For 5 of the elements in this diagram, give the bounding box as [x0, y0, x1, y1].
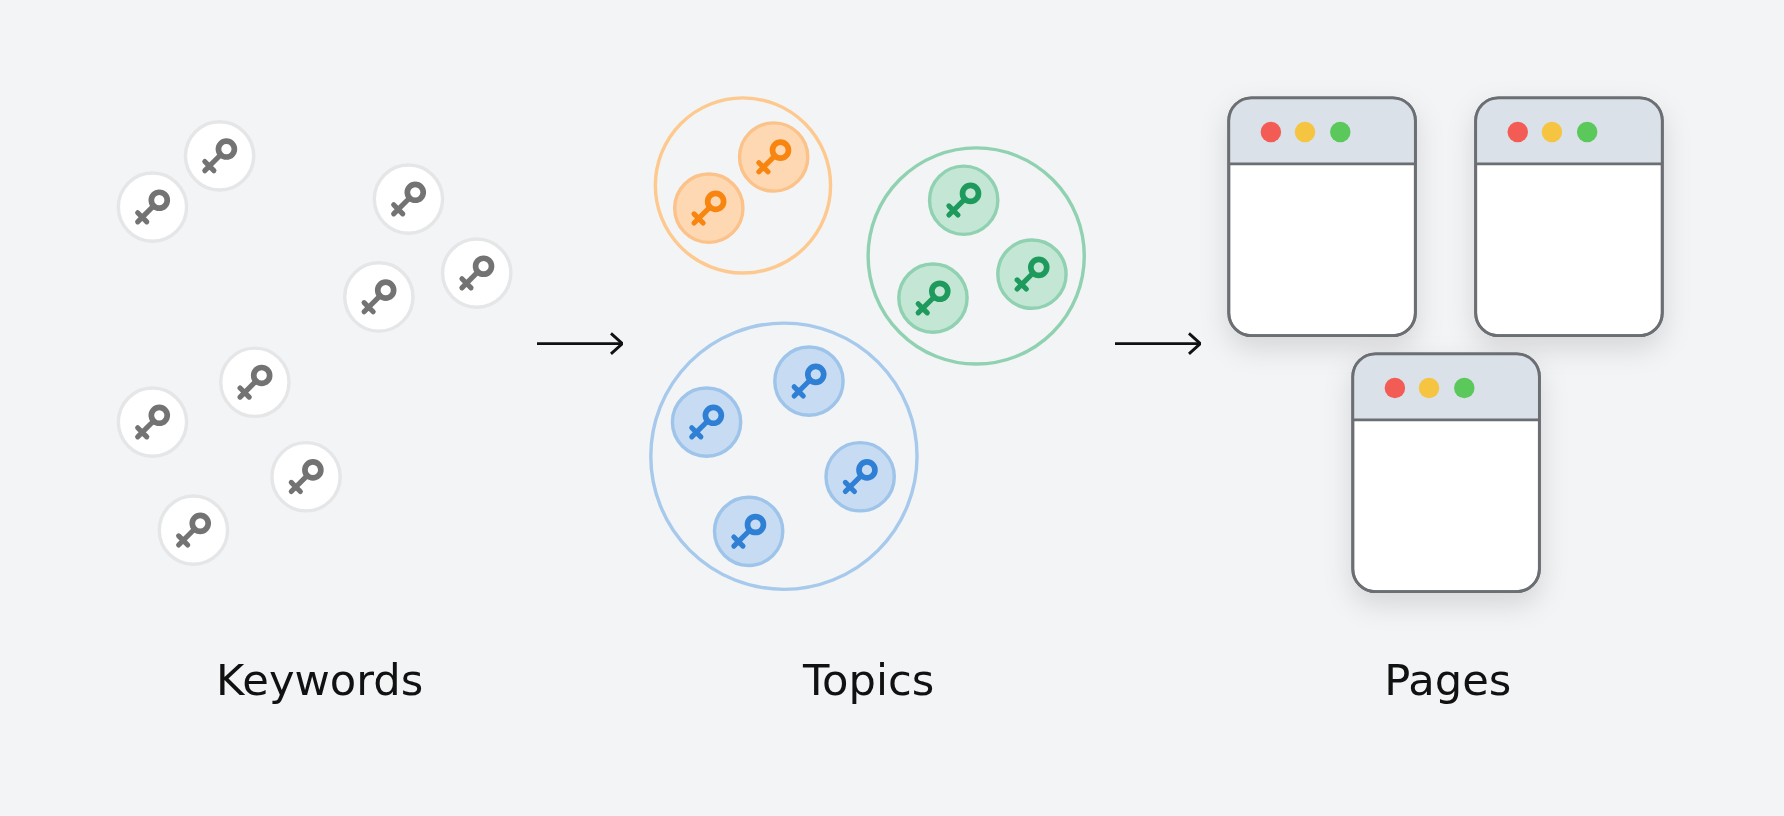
column-label: Keywords: [215, 655, 425, 706]
column-label: Pages: [1383, 655, 1513, 706]
column-label: Topics: [802, 655, 936, 706]
arrow: [537, 331, 624, 356]
arrow: [1115, 331, 1202, 356]
